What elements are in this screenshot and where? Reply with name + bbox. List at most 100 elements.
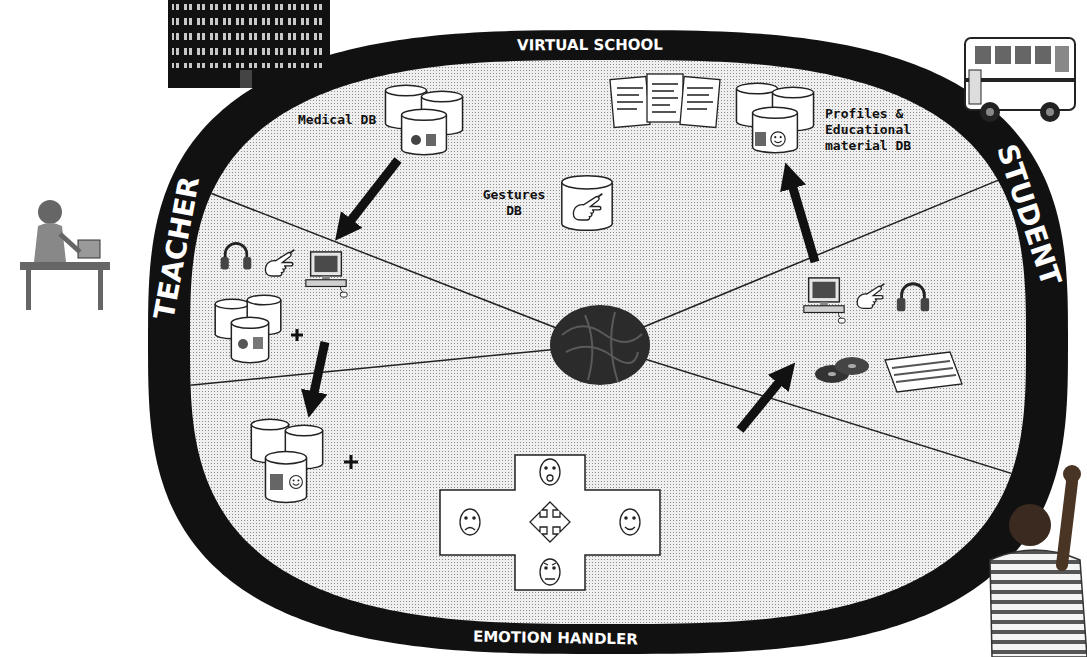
teacher-figure (20, 262, 110, 270)
emotion-cross (620, 509, 640, 535)
emotion-cross (547, 475, 553, 481)
database-node: Profiles & Educational material DB (735, 82, 921, 154)
emotion-databases (270, 474, 283, 490)
ring-label: VIRTUAL SCHOOL (517, 37, 663, 53)
database-cylinders (411, 135, 421, 145)
flow-arrows (312, 160, 815, 430)
emotion-cross (552, 566, 556, 570)
database-node: Medical DB (298, 84, 466, 156)
school-building (168, 0, 330, 88)
student-figure (990, 550, 1087, 657)
school-bus (969, 70, 981, 104)
student-tools (857, 284, 884, 309)
teacher-figure (38, 200, 62, 224)
school-bus (1055, 46, 1069, 72)
sector-lines (100, 138, 1087, 501)
emotion-cross (544, 466, 548, 470)
teacher-figure (78, 240, 100, 258)
student-tools (835, 357, 869, 375)
teacher-tools (253, 337, 263, 349)
database-cylinders (735, 82, 817, 154)
flow-arrows (740, 375, 785, 430)
emotion-cross (632, 516, 636, 520)
database-cylinders (562, 176, 612, 231)
school-building (168, 0, 330, 88)
emotion-cross (540, 459, 560, 485)
student-tools (897, 284, 929, 312)
database-label: Medical DB (298, 112, 376, 128)
sector-lines (600, 138, 1087, 345)
ring-band (148, 30, 1068, 654)
student-tools (804, 278, 845, 323)
emotion-cross (465, 528, 475, 531)
school-bus (1015, 46, 1031, 64)
database-cylinders (771, 132, 785, 146)
school-bus (980, 102, 1000, 122)
ring-band (190, 60, 1026, 624)
student-tools (828, 372, 836, 376)
database-cylinders (426, 134, 436, 146)
database-cylinders (573, 194, 602, 220)
emotion-cross (530, 502, 570, 542)
school-bus (986, 108, 994, 116)
school-bus (995, 46, 1011, 64)
student-tools (885, 352, 962, 392)
school-bus (965, 38, 1075, 122)
database-cylinders (755, 132, 766, 146)
emotion-cross (440, 455, 660, 590)
sector-lines (600, 345, 1087, 501)
teacher-figure (60, 234, 80, 252)
papers-icon (617, 84, 713, 112)
emotion-cross (464, 516, 468, 520)
emotion-cross (440, 455, 660, 590)
center-globe (550, 305, 650, 385)
school-bus (975, 46, 991, 64)
emotion-cross (552, 466, 556, 470)
database-cylinders (402, 109, 447, 154)
emotion-databases (251, 419, 358, 502)
teacher-tools (221, 243, 252, 269)
sector-lines (100, 150, 600, 345)
emotion-cross (544, 566, 548, 570)
teacher-tools (231, 317, 268, 362)
database-label: Profiles & Educational material DB (825, 106, 921, 154)
school-bus (1046, 108, 1054, 116)
flow-arrows (790, 178, 815, 262)
teacher-figure (20, 200, 110, 310)
emotion-cross (625, 527, 635, 530)
database-cylinders (384, 84, 466, 156)
emotion-cross (624, 516, 628, 520)
emotion-databases (344, 455, 358, 469)
student-figure (990, 465, 1087, 657)
ring-label: EMOTION HANDLER (472, 629, 637, 647)
center-globe (562, 312, 642, 382)
flow-arrows (312, 342, 325, 402)
student-figure (1063, 465, 1081, 483)
teacher-tools (291, 329, 303, 341)
database-node: Gestures DB (478, 172, 616, 234)
school-building (172, 4, 326, 68)
emotion-cross (540, 559, 560, 585)
teacher-figure (98, 270, 103, 310)
emotion-cross (620, 509, 640, 535)
school-bus (1035, 46, 1051, 64)
center-globe (550, 305, 650, 385)
emotion-databases (265, 452, 306, 503)
school-building (240, 70, 252, 88)
teacher-tools (306, 252, 347, 297)
emotion-cross (540, 559, 560, 585)
school-bus (965, 38, 1075, 110)
teacher-tools (238, 339, 248, 349)
sector-lines (100, 345, 600, 394)
school-bus (1040, 102, 1060, 122)
database-label: Gestures DB (478, 187, 550, 219)
student-tools (892, 361, 956, 382)
database-cylinders (558, 172, 616, 234)
emotion-cross (540, 459, 560, 485)
emotion-cross (460, 509, 480, 535)
teacher-figure (34, 223, 66, 262)
teacher-figure (26, 270, 31, 310)
student-figure (1062, 482, 1072, 565)
emotion-databases (290, 476, 303, 489)
